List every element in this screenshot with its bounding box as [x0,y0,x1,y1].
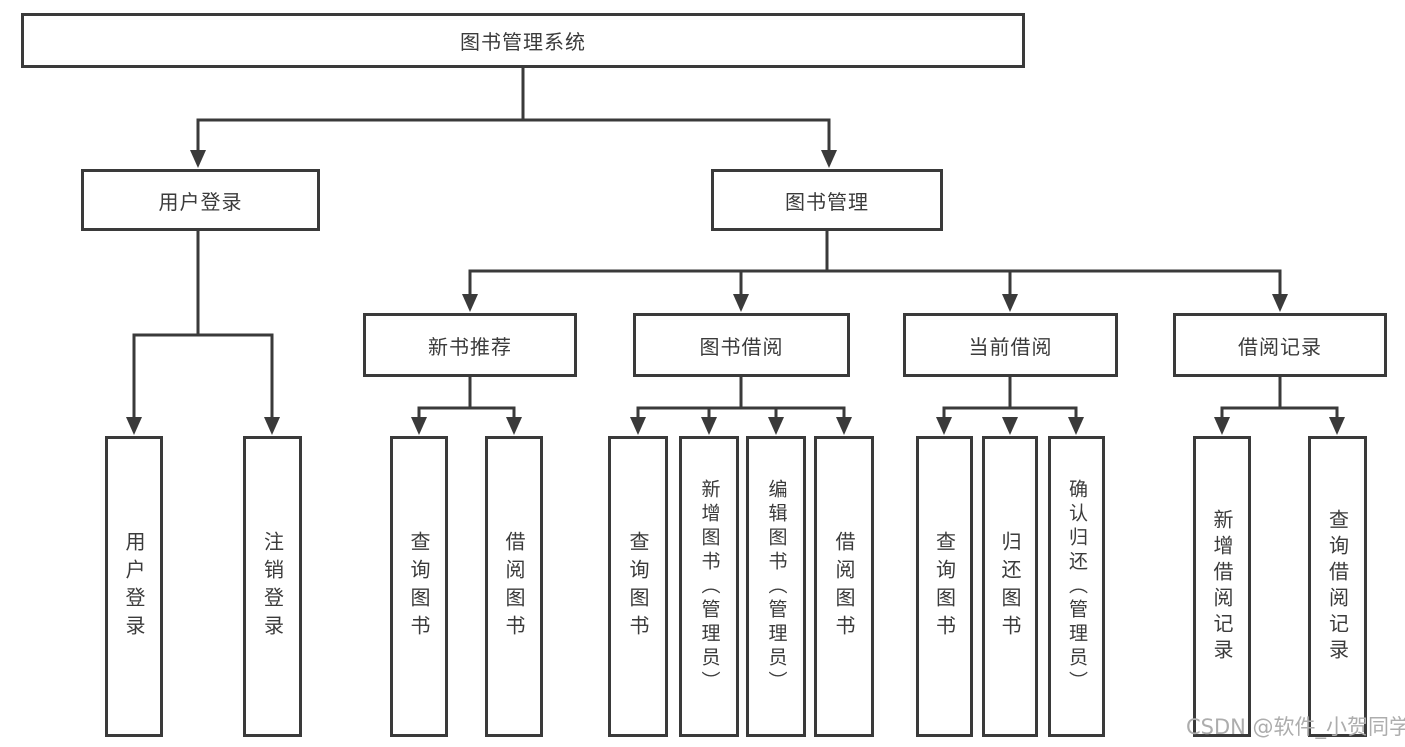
node-new-book-recommend: 新书推荐 [363,313,577,377]
node-borrow-records-label: 借阅记录 [1238,334,1322,359]
node-leaf-nb-query-books: 查询图书 [390,436,448,737]
node-book-borrow-label: 图书借阅 [699,334,784,359]
node-leaf-user-login: 用户登录 [105,436,163,737]
node-leaf-nb-borrow-books: 借阅图书 [485,436,543,737]
node-book-management-label: 图书管理 [785,189,869,214]
node-leaf-br-query-record: 查询借阅记录 [1308,436,1367,737]
node-book-management: 图书管理 [711,169,943,231]
node-leaf-cb-query-books: 查询图书 [916,436,973,737]
node-leaf-nb-query-books-label: 查询图书 [407,530,431,643]
node-leaf-bb-edit-books-label: 编辑图书（管理员） [765,478,788,695]
node-current-borrow: 当前借阅 [903,313,1118,377]
node-leaf-bb-add-books: 新增图书（管理员） [679,436,739,737]
node-leaf-br-query-record-label: 查询借阅记录 [1325,508,1350,665]
csdn-watermark: CSDN @软件_小贺同学 [1186,715,1405,739]
node-library-management-system: 图书管理系统 [21,13,1025,68]
node-book-borrow: 图书借阅 [633,313,850,377]
node-leaf-br-add-record: 新增借阅记录 [1193,436,1251,737]
node-leaf-logout: 注销登录 [243,436,302,737]
node-current-borrow-label: 当前借阅 [968,334,1053,359]
node-leaf-bb-query-books: 查询图书 [608,436,668,737]
node-leaf-cb-return-books-label: 归还图书 [998,530,1022,643]
node-leaf-cb-query-books-label: 查询图书 [932,530,957,643]
node-leaf-bb-borrow-books: 借阅图书 [814,436,874,737]
node-leaf-bb-edit-books: 编辑图书（管理员） [746,436,806,737]
node-borrow-records: 借阅记录 [1173,313,1387,377]
node-leaf-bb-add-books-label: 新增图书（管理员） [698,478,721,695]
node-leaf-cb-confirm-return: 确认归还（管理员） [1048,436,1105,737]
node-leaf-user-login-label: 用户登录 [122,530,146,643]
node-user-login: 用户登录 [81,169,320,231]
node-leaf-cb-return-books: 归还图书 [982,436,1038,737]
node-leaf-br-add-record-label: 新增借阅记录 [1210,508,1234,665]
node-leaf-logout-label: 注销登录 [260,530,285,643]
node-library-management-system-label: 图书管理系统 [460,30,586,54]
node-leaf-bb-query-books-label: 查询图书 [626,530,650,643]
node-leaf-nb-borrow-books-label: 借阅图书 [502,530,526,643]
node-new-book-recommend-label: 新书推荐 [428,334,512,359]
node-leaf-bb-borrow-books-label: 借阅图书 [832,530,856,643]
node-leaf-cb-confirm-return-label: 确认归还（管理员） [1065,478,1088,695]
node-user-login-label: 用户登录 [158,189,243,214]
